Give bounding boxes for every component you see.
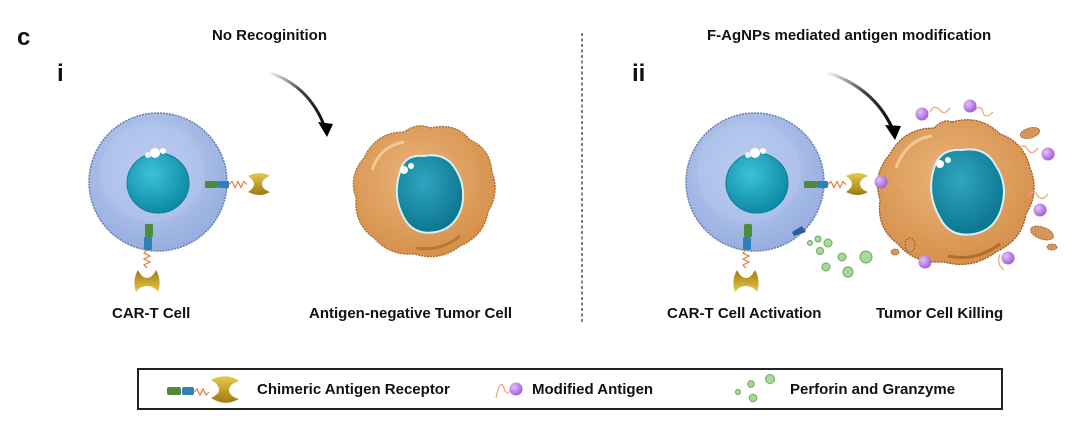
tumor-cell-killing xyxy=(877,119,1058,265)
modified-antigens xyxy=(874,99,1055,271)
legend-item-modified-antigen: Modified Antigen xyxy=(494,370,653,408)
apoptotic-fragments xyxy=(890,127,1058,256)
curved-arrow-icon xyxy=(267,70,333,137)
caption-car-t-cell-activation: CAR-T Cell Activation xyxy=(667,305,822,322)
right-panel-title: F-AgNPs mediated antigen modification xyxy=(707,27,992,44)
car-receptor-icon xyxy=(167,376,239,403)
legend-label-perforin-granzyme: Perforin and Granzyme xyxy=(790,380,956,398)
car-receptor-icon xyxy=(205,173,270,195)
legend: Chimeric Antigen Receptor Modified Antig… xyxy=(137,368,1003,410)
perforin-granzyme-granules xyxy=(807,235,873,278)
car-receptor-icon xyxy=(134,224,160,292)
caption-tumor-cell-killing: Tumor Cell Killing xyxy=(876,305,1004,322)
car-receptor-icon xyxy=(733,224,759,292)
left-panel-sub-label: i xyxy=(57,60,64,87)
right-panel-sub-label: ii xyxy=(632,60,646,87)
perforin-granzyme-icon xyxy=(735,374,775,403)
panel-label: c xyxy=(17,24,31,51)
caption-car-t-cell: CAR-T Cell xyxy=(112,305,191,322)
car-receptor-icon xyxy=(804,173,868,195)
caption-antigen-negative-tumor-cell: Antigen-negative Tumor Cell xyxy=(309,305,513,322)
curved-arrow-icon xyxy=(825,70,901,140)
legend-item-car: Chimeric Antigen Receptor xyxy=(159,370,450,408)
left-panel-title: No Recoginition xyxy=(212,27,327,44)
antigen-negative-tumor-cell xyxy=(352,125,496,258)
modified-antigen-icon xyxy=(495,382,523,399)
legend-label-modified-antigen: Modified Antigen xyxy=(532,380,654,398)
legend-item-perforin-granzyme: Perforin and Granzyme xyxy=(732,370,955,408)
car-t-cell xyxy=(88,112,270,292)
legend-label-car: Chimeric Antigen Receptor xyxy=(257,380,450,398)
activated-car-t-cell xyxy=(685,112,868,292)
